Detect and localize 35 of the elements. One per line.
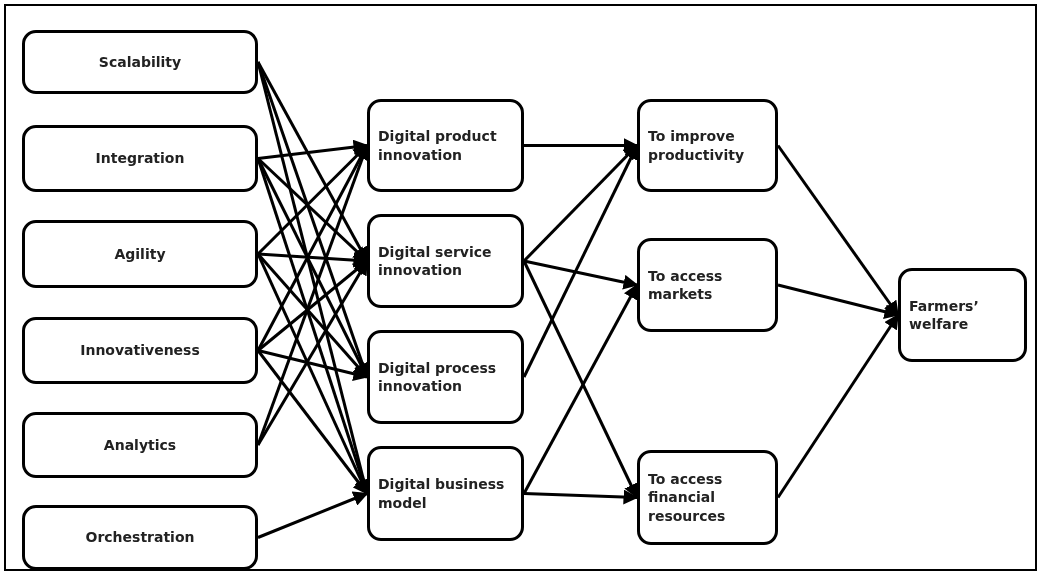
- box-label: To access financial resources: [647, 470, 727, 525]
- box-label: Farmers’ welfare: [908, 296, 980, 334]
- process-box: [637, 450, 778, 545]
- box-label: Innovativeness: [79, 341, 201, 360]
- arrow: [524, 138, 639, 153]
- box-label: Digital business model: [377, 475, 506, 512]
- box-label: Digital product innovation: [377, 127, 498, 164]
- process-box: [367, 446, 524, 541]
- process-box: [22, 125, 258, 192]
- box-label: To improve productivity: [647, 127, 746, 164]
- process-box: [367, 99, 524, 192]
- box-label: To access markets: [647, 266, 724, 304]
- box-label: Analytics: [102, 435, 178, 455]
- process-box: [22, 30, 258, 94]
- box-label: Integration: [94, 149, 186, 168]
- box-label: Digital service innovation: [377, 242, 493, 280]
- box-label: Orchestration: [84, 528, 196, 547]
- process-box: [367, 214, 524, 308]
- arrow: [257, 139, 369, 160]
- process-box: [22, 220, 258, 288]
- box-label: Agility: [113, 244, 167, 264]
- arrow: [776, 313, 900, 499]
- process-box: [22, 505, 258, 570]
- process-box: [22, 412, 258, 478]
- box-label: Digital process innovation: [377, 358, 498, 396]
- process-box: [22, 317, 258, 384]
- arrow: [257, 349, 369, 382]
- arrow: [523, 489, 639, 505]
- process-box: [898, 268, 1027, 362]
- process-box: [367, 330, 524, 424]
- process-box: [637, 99, 778, 192]
- process-box: [637, 238, 778, 332]
- arrow: [523, 259, 639, 290]
- box-label: Scalability: [97, 52, 183, 72]
- arrow: [257, 491, 369, 539]
